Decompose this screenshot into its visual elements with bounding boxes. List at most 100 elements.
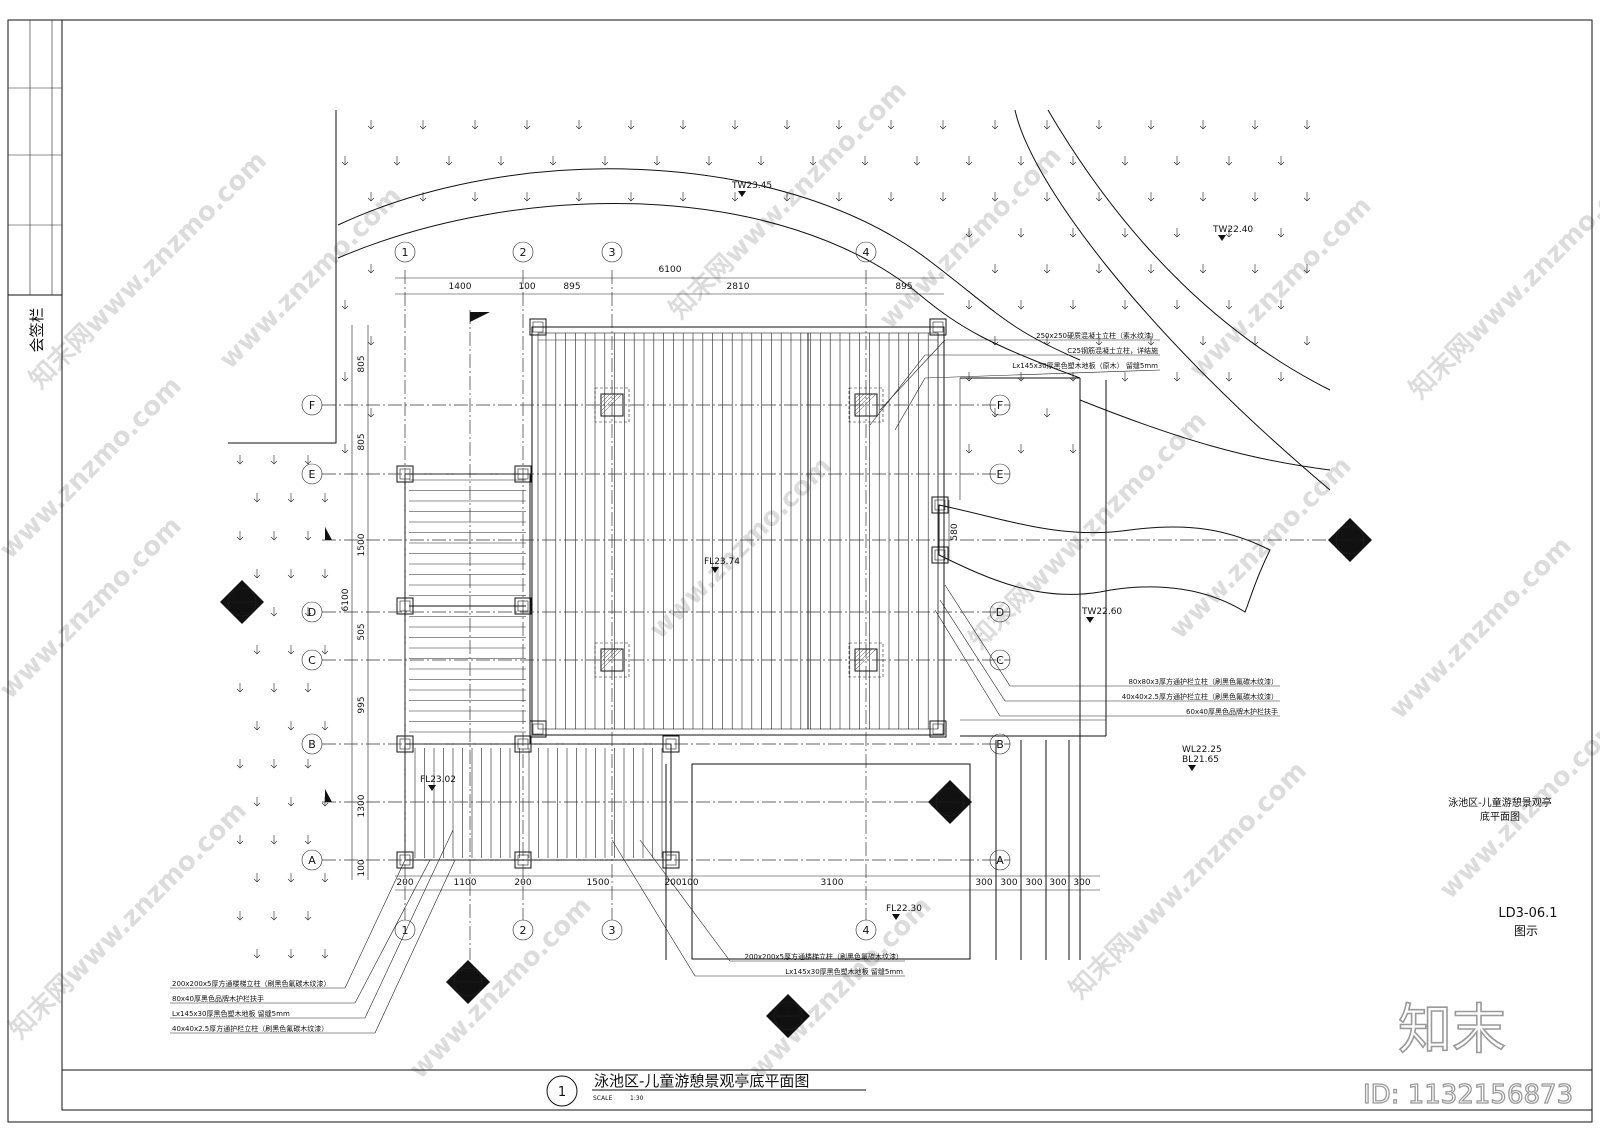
note-lb-3: Lx145x30厚黑色塑木地板 留缝5mm: [172, 1009, 290, 1018]
grid-bubble: [512, 919, 534, 941]
grass-mark: [1303, 264, 1311, 274]
grass-mark: [991, 408, 999, 418]
grass-mark: [270, 531, 278, 541]
grid-col-label: 3: [609, 246, 616, 259]
brand-logo-watermark: 知末: [1398, 998, 1506, 1061]
grid-col-label: 2: [520, 924, 527, 937]
grass-mark: [253, 721, 261, 731]
watermark-text: www.znzmo.com: [744, 891, 938, 1085]
grass-mark: [1303, 336, 1311, 346]
grass-mark: [304, 835, 312, 845]
grid-row-label: A: [308, 854, 316, 867]
elev-tw-mid: TW22.60: [1081, 607, 1122, 617]
watermark-text: 知末网www.znzmo.com: [4, 796, 253, 1045]
note-lb-2: 80x40厚黑色品牌木护栏扶手: [172, 994, 264, 1003]
watermark-text: www.znzmo.com: [1184, 191, 1378, 385]
grass-mark: [321, 949, 329, 959]
dim-left-2: 805: [357, 433, 367, 450]
note-lb-4: 40x40x2.5厚方通护栏立柱（刷黑色氟碳木纹漆）: [172, 1024, 328, 1033]
elev-fl-ground: FL22.30: [886, 904, 922, 914]
pool-edge-lower: [1079, 399, 1331, 471]
grass-mark: [321, 873, 329, 883]
grid-row-label: D: [996, 606, 1004, 619]
grass-mark: [445, 156, 453, 166]
dim-bot-7: 3100: [821, 878, 844, 888]
grid-bubble: [301, 394, 323, 416]
steel-post: [529, 720, 547, 738]
stair-boards: [409, 479, 526, 733]
wavy-bridge: [938, 504, 1271, 613]
elev-tw-top: TW23.45: [731, 181, 772, 191]
grass-mark: [1095, 264, 1103, 274]
grass-mark: [549, 156, 557, 166]
dimensions: 6100 1400 100 895 2810 895 6100 805 805 …: [341, 265, 1100, 891]
grass-mark: [304, 455, 312, 465]
grass-mark: [757, 156, 765, 166]
grass-mark: [1069, 228, 1077, 238]
grass-mark: [270, 607, 278, 617]
grass-mark: [497, 156, 505, 166]
grass-mark: [253, 569, 261, 579]
steel-post: [529, 318, 547, 336]
dim-bot-10: 300: [1025, 878, 1042, 888]
grass-mark: [1251, 120, 1259, 130]
caption-number: 1: [558, 1085, 566, 1100]
elev-bl: BL21.65: [1182, 755, 1219, 765]
watermark-text: www.znzmo.com: [644, 451, 838, 645]
watermark-text: www.znzmo.com: [404, 891, 598, 1085]
grass-mark: [341, 300, 349, 310]
grid-bubble: [601, 241, 623, 263]
grass-mark: [287, 493, 295, 503]
caption-scale-label: SCALE: [593, 1095, 612, 1102]
grass-mark: [1251, 264, 1259, 274]
grass-mark: [523, 120, 531, 130]
grass-mark: [861, 156, 869, 166]
curved-path-outer: [337, 168, 1081, 361]
dim-left-5: 995: [357, 696, 367, 713]
note-rb-2: 40x40x2.5厚方通护栏立柱（刷黑色氟碳木纹漆）: [1122, 692, 1278, 701]
grid-col-label: 4: [863, 246, 870, 259]
dim-left-1: 805: [357, 355, 367, 372]
note-leaders: [170, 339, 1280, 1034]
grid-row-label: A: [996, 854, 1004, 867]
grass-mark: [887, 120, 895, 130]
grass-mark: [471, 192, 479, 202]
grid-bubble: [601, 919, 623, 941]
lower-deck-boards: [414, 748, 663, 858]
grass-mark: [601, 156, 609, 166]
grid-bubble: [989, 394, 1011, 416]
grass-mark: [287, 797, 295, 807]
grass-mark: [367, 408, 375, 418]
grass-mark: [627, 192, 635, 202]
grass-mark: [887, 192, 895, 202]
grass-mark: [287, 873, 295, 883]
dim-left-6: 1300: [357, 794, 367, 817]
grid-col-label: 1: [402, 246, 409, 259]
note-cb-2: Lx145x30厚黑色塑木地板 留缝5mm: [785, 967, 903, 976]
grid-row-label: F: [997, 399, 1003, 412]
grass-mark: [1173, 300, 1181, 310]
grass-mark: [236, 759, 244, 769]
dim-top-4: 2810: [727, 282, 750, 292]
grass-mark: [1017, 300, 1025, 310]
grid-row-label: E: [309, 468, 316, 481]
caption-scale-value: 1:30: [630, 1095, 644, 1102]
dim-bot-4: 1500: [587, 878, 610, 888]
section-lines: [322, 310, 1350, 960]
grass-mark: [1069, 444, 1077, 454]
watermark-text: www.znzmo.com: [874, 141, 1068, 335]
dim-left-4: 505: [357, 623, 367, 640]
section-marker-num: 1: [782, 1006, 787, 1015]
grass-mark: [731, 192, 739, 202]
grass-mark: [1199, 336, 1207, 346]
caption-title: 泳池区-儿童游憩景观亭底平面图: [594, 1072, 809, 1090]
grass-mark: [1225, 300, 1233, 310]
dim-bot-8: 300: [975, 878, 992, 888]
grid-row-label: D: [308, 606, 316, 619]
grass-mark: [1017, 156, 1025, 166]
steel-post: [931, 496, 949, 514]
grass-mark: [321, 721, 329, 731]
grass-mark: [367, 336, 375, 346]
grass-mark: [705, 156, 713, 166]
